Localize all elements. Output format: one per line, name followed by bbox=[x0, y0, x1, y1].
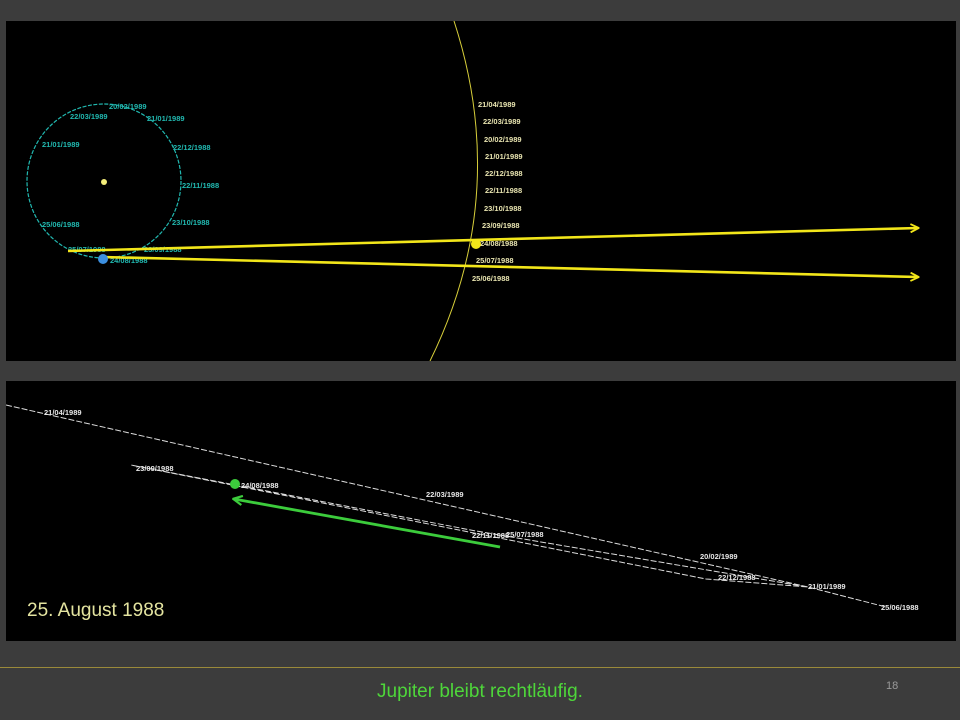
sight-line-lower bbox=[101, 255, 918, 277]
jupiter-date-label: 22/11/1988 bbox=[485, 186, 522, 195]
jupiter-date-label: 23/09/1988 bbox=[482, 221, 520, 230]
path-date-label: 22/11/1988 bbox=[472, 531, 509, 540]
earth-date-label: 20/02/1989 bbox=[109, 102, 147, 111]
jupiter-date-label: 23/10/1988 bbox=[484, 204, 522, 213]
apparent-path-diagram: 21/04/1989 23/09/1988 24/08/1988 22/03/1… bbox=[6, 404, 919, 612]
path-date-label: 24/08/1988 bbox=[241, 481, 279, 490]
earth-marker bbox=[98, 254, 108, 264]
path-date-label: 21/04/1989 bbox=[44, 408, 82, 417]
slide-caption: Jupiter bleibt rechtläufig. bbox=[377, 681, 583, 702]
path-date-label: 22/12/1988 bbox=[718, 573, 756, 582]
jupiter-date-label: 20/02/1989 bbox=[484, 135, 522, 144]
path-date-label: 25/06/1988 bbox=[881, 603, 919, 612]
slide-number: 18 bbox=[886, 680, 899, 692]
path-date-label: 20/02/1989 bbox=[700, 552, 738, 561]
path-date-label: 25/07/1988 bbox=[506, 530, 544, 539]
sight-line-upper bbox=[67, 228, 918, 253]
path-date-label: 21/01/1989 bbox=[808, 582, 846, 591]
heliocentric-panel: 20/02/1989 22/03/1989 21/01/1989 21/01/1… bbox=[6, 21, 956, 361]
path-date-label: 22/03/1989 bbox=[426, 490, 464, 499]
earth-date-label: 22/11/1988 bbox=[182, 181, 219, 190]
earth-date-label: 21/01/1989 bbox=[147, 114, 185, 123]
current-date-label: 25. August 1988 bbox=[27, 600, 165, 621]
path-date-label: 23/09/1988 bbox=[136, 464, 174, 473]
jupiter-date-label: 24/08/1988 bbox=[480, 239, 518, 248]
earth-date-label: 22/12/1988 bbox=[173, 143, 211, 152]
jupiter-date-label: 22/12/1988 bbox=[485, 169, 523, 178]
jupiter-date-label: 25/07/1988 bbox=[476, 256, 514, 265]
earth-date-label: 22/03/1989 bbox=[70, 112, 108, 121]
jupiter-date-label: 21/04/1989 bbox=[478, 100, 516, 109]
geocentric-panel: 21/04/1989 23/09/1988 24/08/1988 22/03/1… bbox=[6, 381, 956, 641]
footer-divider bbox=[0, 667, 960, 668]
jupiter-orbit bbox=[429, 21, 479, 361]
jupiter-date-label: 21/01/1989 bbox=[485, 152, 523, 161]
motion-arrow bbox=[234, 499, 501, 549]
earth-date-label: 21/01/1989 bbox=[42, 140, 80, 149]
earth-date-label: 23/10/1988 bbox=[172, 218, 210, 227]
heliocentric-diagram: 20/02/1989 22/03/1989 21/01/1989 21/01/1… bbox=[26, 21, 956, 361]
earth-orbit bbox=[26, 103, 182, 259]
jupiter-position-dot bbox=[230, 479, 240, 489]
jupiter-marker bbox=[471, 239, 481, 249]
earth-date-label: 25/06/1988 bbox=[42, 220, 80, 229]
earth-date-label: 24/08/1988 bbox=[110, 256, 148, 265]
jupiter-date-label: 22/03/1989 bbox=[483, 117, 521, 126]
sun bbox=[101, 179, 107, 185]
jupiter-date-label: 25/06/1988 bbox=[472, 274, 510, 283]
